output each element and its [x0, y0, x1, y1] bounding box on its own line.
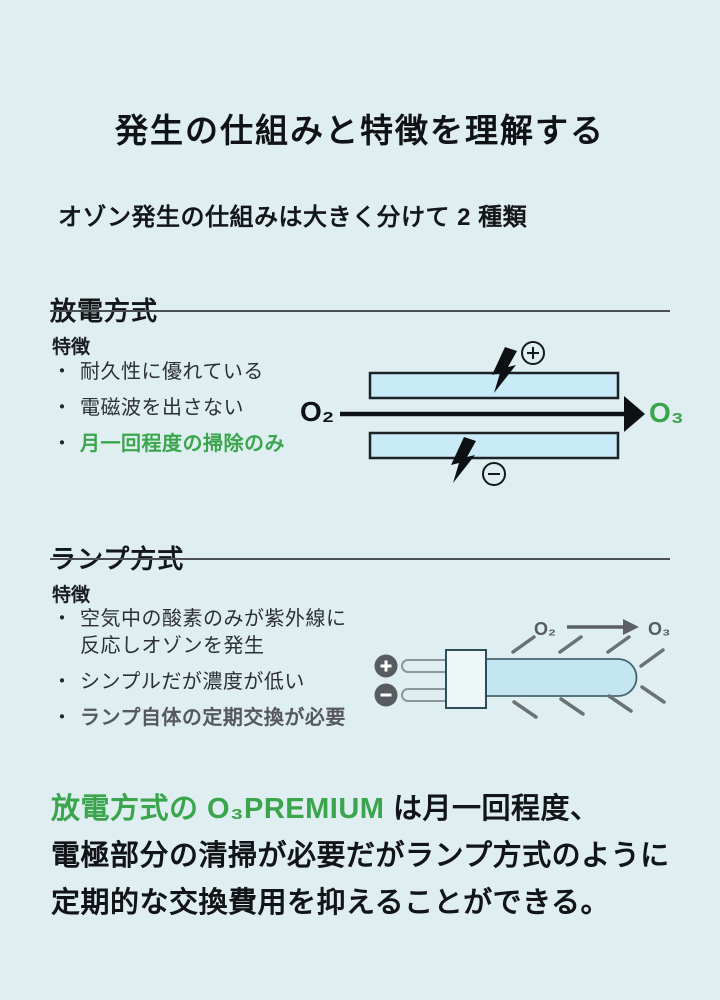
- lamp-base: [445, 649, 487, 709]
- list-item: ・ 空気中の酸素のみが紫外線に 反応しオゾンを発生: [52, 606, 347, 660]
- bullet-dot: ・: [52, 707, 72, 729]
- discharge-bullet-no-emf: 電磁波を出さない: [80, 397, 244, 419]
- oxygen-label: O₂: [534, 619, 556, 639]
- lamp-pin: [401, 659, 451, 673]
- right-arrow-head-icon: [623, 619, 639, 635]
- minus-circle-icon: [482, 462, 506, 486]
- oxygen-label: O₂: [300, 396, 334, 427]
- lamp-bullet-uv-reaction: 空気中の酸素のみが紫外線に 反応しオゾンを発生: [80, 608, 347, 657]
- discharge-features-label: 特徴: [52, 337, 91, 358]
- bullet-dot: ・: [52, 608, 72, 630]
- summary-line3: 定期的な交換費用を抑えることができる。: [51, 887, 611, 919]
- minus-circle-icon: [374, 683, 398, 707]
- summary-line1: は月一回程度、: [393, 793, 600, 825]
- plus-circle-icon: [521, 341, 545, 365]
- discharge-bullet-durability: 耐久性に優れている: [80, 361, 264, 383]
- lightning-bolt-icon: [492, 347, 517, 393]
- subtitle: オゾン発生の仕組みは大きく分けて 2 種類: [58, 204, 528, 231]
- top-electrode: [368, 371, 620, 400]
- list-item: ・ ランプ自体の定期交換が必要: [52, 705, 347, 732]
- summary-paragraph: 放電方式の O₃PREMIUM は月一回程度、 電極部分の清掃が必要だがランプ方…: [51, 786, 691, 927]
- discharge-bullet-cleaning: 月一回程度の掃除のみ: [80, 433, 285, 455]
- bottom-electrode: [368, 431, 620, 460]
- ozone-label: O₃: [649, 397, 684, 428]
- lamp-bullet-replacement: ランプ自体の定期交換が必要: [80, 707, 346, 729]
- ray-lines-icon: [511, 635, 666, 719]
- lamp-tube: [485, 658, 638, 697]
- lamp-bullet-simple: シンプルだが濃度が低い: [80, 671, 305, 693]
- bullet-dot: ・: [52, 361, 72, 383]
- discharge-diagram: O₂ O₃: [300, 341, 684, 486]
- lamp-heading-rule: [50, 558, 670, 560]
- bullet-dot: ・: [52, 433, 72, 455]
- list-item: ・ シンプルだが濃度が低い: [52, 669, 347, 696]
- bullet-dot: ・: [52, 397, 72, 419]
- list-item: ・ 月一回程度の掃除のみ: [52, 431, 285, 458]
- summary-line2: 電極部分の清掃が必要だがランプ方式のように: [51, 840, 670, 872]
- lamp-bullet-list: ・ 空気中の酸素のみが紫外線に 反応しオゾンを発生 ・ シンプルだが濃度が低い …: [52, 606, 347, 741]
- lamp-pin: [401, 688, 451, 702]
- discharge-heading-rule: [50, 310, 670, 312]
- page-title: 発生の仕組みと特徴を理解する: [115, 112, 605, 150]
- right-arrow-head-icon: [624, 396, 645, 432]
- discharge-bullet-list: ・ 耐久性に優れている ・ 電磁波を出さない ・ 月一回程度の掃除のみ: [52, 359, 285, 467]
- list-item: ・ 耐久性に優れている: [52, 359, 285, 386]
- plus-circle-icon: [374, 654, 398, 678]
- list-item: ・ 電磁波を出さない: [52, 395, 285, 422]
- bullet-dot: ・: [52, 671, 72, 693]
- summary-product-name: 放電方式の O₃PREMIUM: [51, 793, 385, 825]
- lamp-features-label: 特徴: [52, 585, 91, 606]
- lamp-diagram: O₂ O₃: [374, 619, 670, 719]
- ozone-label: O₃: [648, 619, 670, 639]
- lightning-bolt-icon: [451, 437, 476, 483]
